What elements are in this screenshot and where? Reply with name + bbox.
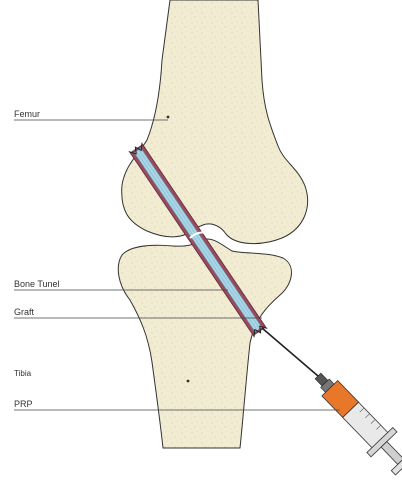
- needle-icon: [262, 328, 318, 376]
- bone-tunnel-label: Bone Tunel: [14, 279, 60, 289]
- graft-label: Graft: [14, 307, 34, 317]
- prp-label: PRP: [14, 399, 33, 409]
- syringe-icon: [305, 363, 402, 478]
- tibia-dot: [187, 380, 190, 383]
- tibia-bone: [118, 239, 291, 448]
- femur-bone: [122, 0, 308, 244]
- tibia-label: Tibia: [14, 369, 31, 379]
- syringe-plunger-rod: [381, 442, 402, 465]
- femur-dot: [167, 116, 170, 119]
- femur-label: Femur: [14, 109, 40, 119]
